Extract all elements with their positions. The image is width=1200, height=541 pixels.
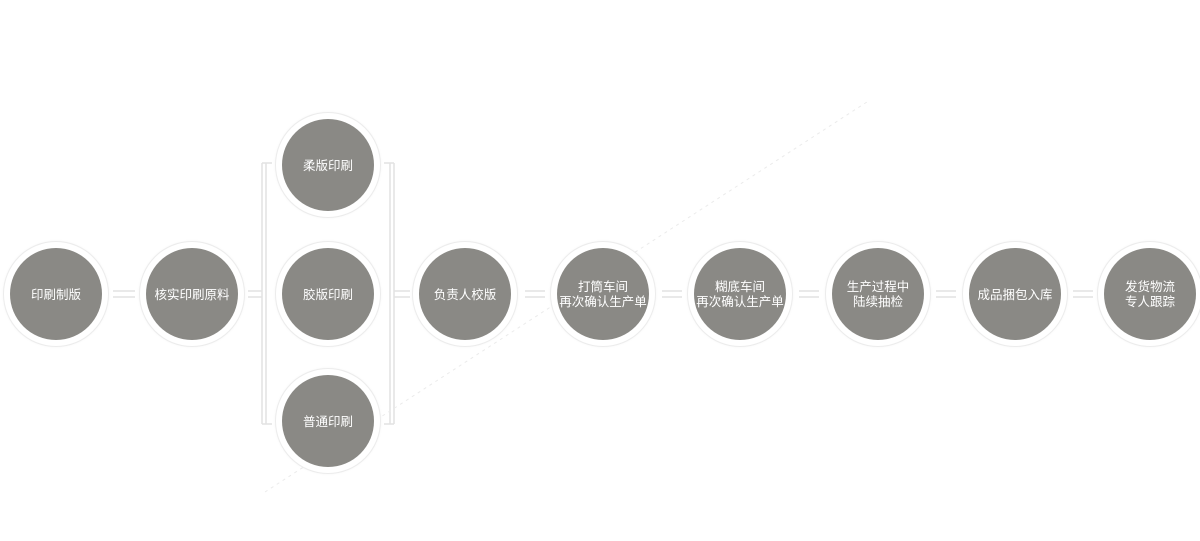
step-label: 专人跟踪 bbox=[1124, 294, 1175, 309]
step-packing-storage: 成品捆包入库 bbox=[963, 242, 1067, 346]
step-label: 胶版印刷 bbox=[302, 286, 353, 302]
step-label: 生产过程中 bbox=[846, 279, 910, 294]
step-flexo-printing: 柔版印刷 bbox=[276, 113, 380, 217]
step-inspection: 生产过程中陆续抽检 bbox=[826, 242, 930, 346]
step-label: 负责人校版 bbox=[433, 286, 497, 302]
step-label: 再次确认生产单 bbox=[696, 294, 784, 309]
step-plate-making: 印刷制版 bbox=[4, 242, 108, 346]
step-label: 打筒车间 bbox=[577, 279, 628, 294]
step-label: 陆续抽检 bbox=[852, 294, 903, 309]
step-tubing-workshop: 打筒车间再次确认生产单 bbox=[551, 242, 655, 346]
step-offset-printing: 胶版印刷 bbox=[276, 242, 380, 346]
step-label: 发货物流 bbox=[1124, 279, 1175, 294]
connector-2-branch bbox=[248, 290, 262, 298]
step-label: 糊底车间 bbox=[714, 279, 765, 294]
connector-6-7 bbox=[799, 290, 819, 298]
connector-5-6 bbox=[662, 290, 682, 298]
step-label: 再次确认生产单 bbox=[559, 294, 647, 309]
step-verify-materials: 核实印刷原料 bbox=[140, 242, 244, 346]
bracket-left bbox=[261, 162, 272, 425]
step-shipping: 发货物流专人跟踪 bbox=[1098, 242, 1200, 346]
step-proof-check: 负责人校版 bbox=[413, 242, 517, 346]
step-bottoming-workshop: 糊底车间再次确认生产单 bbox=[688, 242, 792, 346]
bracket-right bbox=[384, 162, 395, 425]
connector-8-9 bbox=[1073, 290, 1093, 298]
step-label: 普通印刷 bbox=[302, 413, 353, 429]
connector-7-8 bbox=[936, 290, 956, 298]
connector-branch-4 bbox=[394, 290, 410, 298]
connector-4-5 bbox=[525, 290, 545, 298]
step-normal-printing: 普通印刷 bbox=[276, 369, 380, 473]
step-label: 成品捆包入库 bbox=[977, 286, 1053, 302]
step-label: 印刷制版 bbox=[30, 286, 81, 302]
step-label: 核实印刷原料 bbox=[154, 286, 230, 302]
connector-1-2 bbox=[113, 290, 135, 298]
step-label: 柔版印刷 bbox=[302, 157, 353, 173]
